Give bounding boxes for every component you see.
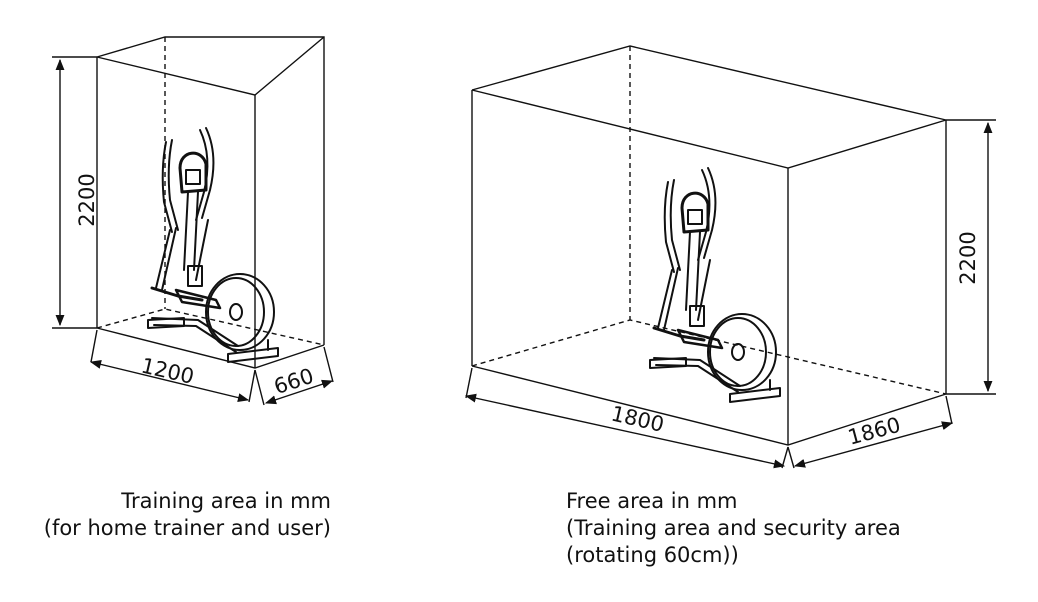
right-height-label: 2200 bbox=[956, 231, 980, 284]
left-depth-label: 660 bbox=[271, 364, 317, 399]
elliptical-trainer-icon bbox=[146, 126, 280, 364]
left-width-label: 1200 bbox=[139, 353, 196, 388]
caption-line: (Training area and security area bbox=[566, 516, 901, 540]
right-width-label: 1800 bbox=[609, 401, 666, 436]
left-dimensions bbox=[52, 56, 334, 406]
right-dimensions bbox=[464, 119, 996, 469]
caption-line: (for home trainer and user) bbox=[43, 516, 331, 540]
caption-line: (rotating 60cm)) bbox=[566, 543, 739, 567]
training-area-box bbox=[96, 36, 325, 369]
left-height-label: 2200 bbox=[75, 173, 99, 226]
free-area-box bbox=[471, 45, 947, 446]
caption-line: Training area in mm bbox=[121, 489, 331, 513]
training-area-caption: Training area in mm (for home trainer an… bbox=[44, 488, 331, 542]
elliptical-trainer-icon bbox=[648, 166, 782, 404]
caption-line: Free area in mm bbox=[566, 489, 738, 513]
free-area-caption: Free area in mm (Training area and secur… bbox=[566, 488, 901, 569]
